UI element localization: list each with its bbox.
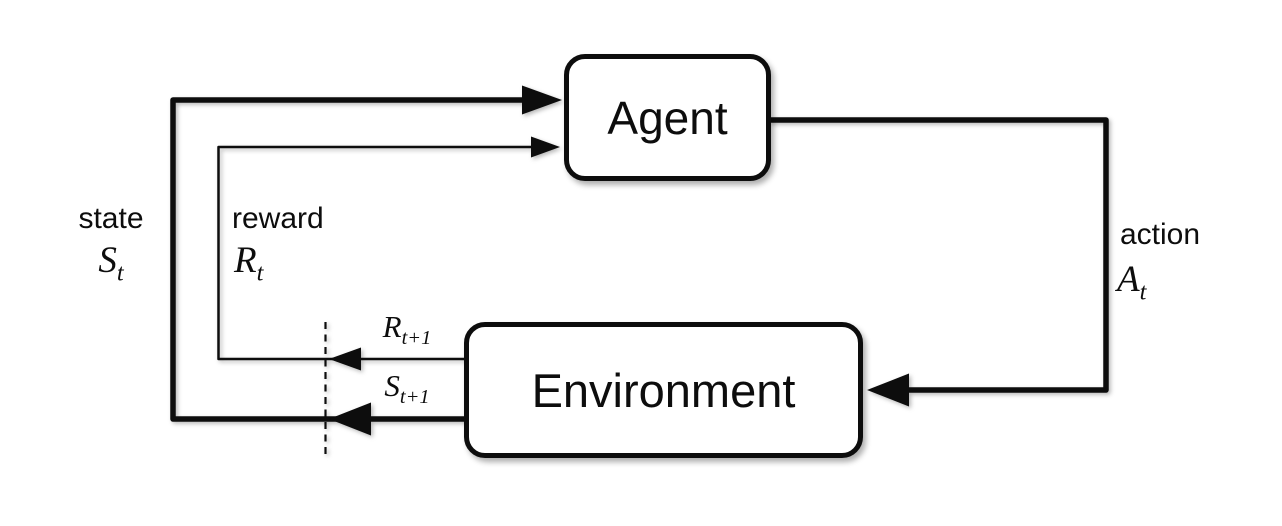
action-symbol: At bbox=[1117, 259, 1147, 306]
reward-label: reward bbox=[232, 202, 324, 235]
action-edge-path bbox=[769, 117, 1109, 393]
action-label: action bbox=[1120, 218, 1201, 251]
state-symbol: St bbox=[98, 240, 124, 287]
state-arrowhead-into-agent-icon bbox=[522, 85, 562, 115]
environment-label: Environment bbox=[531, 363, 796, 417]
state-edge-path bbox=[170, 97, 528, 422]
agent-label: Agent bbox=[607, 91, 728, 144]
next-state-arrowhead-icon bbox=[329, 402, 371, 436]
agent-node: Agent bbox=[564, 54, 771, 181]
action-arrowhead-into-environment-icon bbox=[867, 373, 909, 407]
state-label: state bbox=[78, 202, 144, 235]
environment-node: Environment bbox=[464, 322, 863, 458]
next-reward-symbol: Rt+1 bbox=[382, 309, 432, 350]
next-state-symbol: St+1 bbox=[384, 368, 430, 409]
reward-symbol: Rt bbox=[234, 240, 264, 287]
next-reward-arrowhead-icon bbox=[329, 347, 361, 371]
reward-arrowhead-into-agent-icon bbox=[531, 136, 560, 158]
